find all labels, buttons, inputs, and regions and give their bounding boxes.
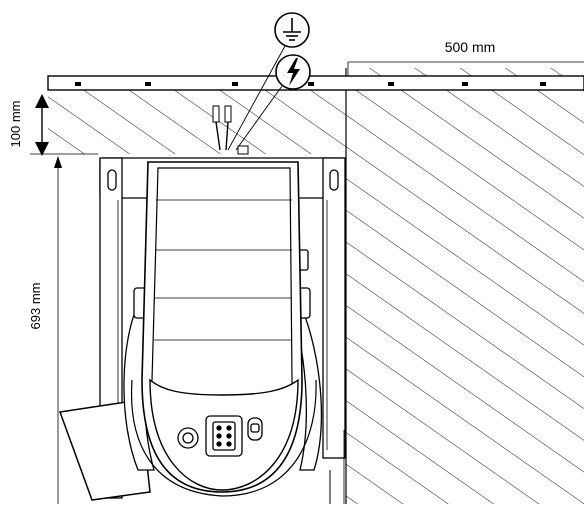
width-dimension-label: 500 mm	[445, 39, 496, 55]
high-voltage-icon	[275, 54, 311, 90]
drain-line	[329, 430, 345, 504]
ground-earth-icon	[274, 12, 310, 48]
leader-lines	[227, 45, 286, 151]
control-panel	[177, 415, 263, 457]
wall-hatch	[345, 68, 584, 504]
clearance-dimension-label: 100 mm	[8, 101, 23, 148]
depth-dimension-label: 693 mm	[28, 283, 43, 330]
mounting-rail	[47, 75, 584, 91]
depth-dimension: 693 mm	[28, 156, 62, 504]
ceiling-hatch	[48, 90, 346, 154]
cable-connectors	[212, 105, 249, 155]
clearance-dimension: 100 mm	[8, 94, 98, 156]
width-dimension: 500 mm	[347, 39, 584, 76]
